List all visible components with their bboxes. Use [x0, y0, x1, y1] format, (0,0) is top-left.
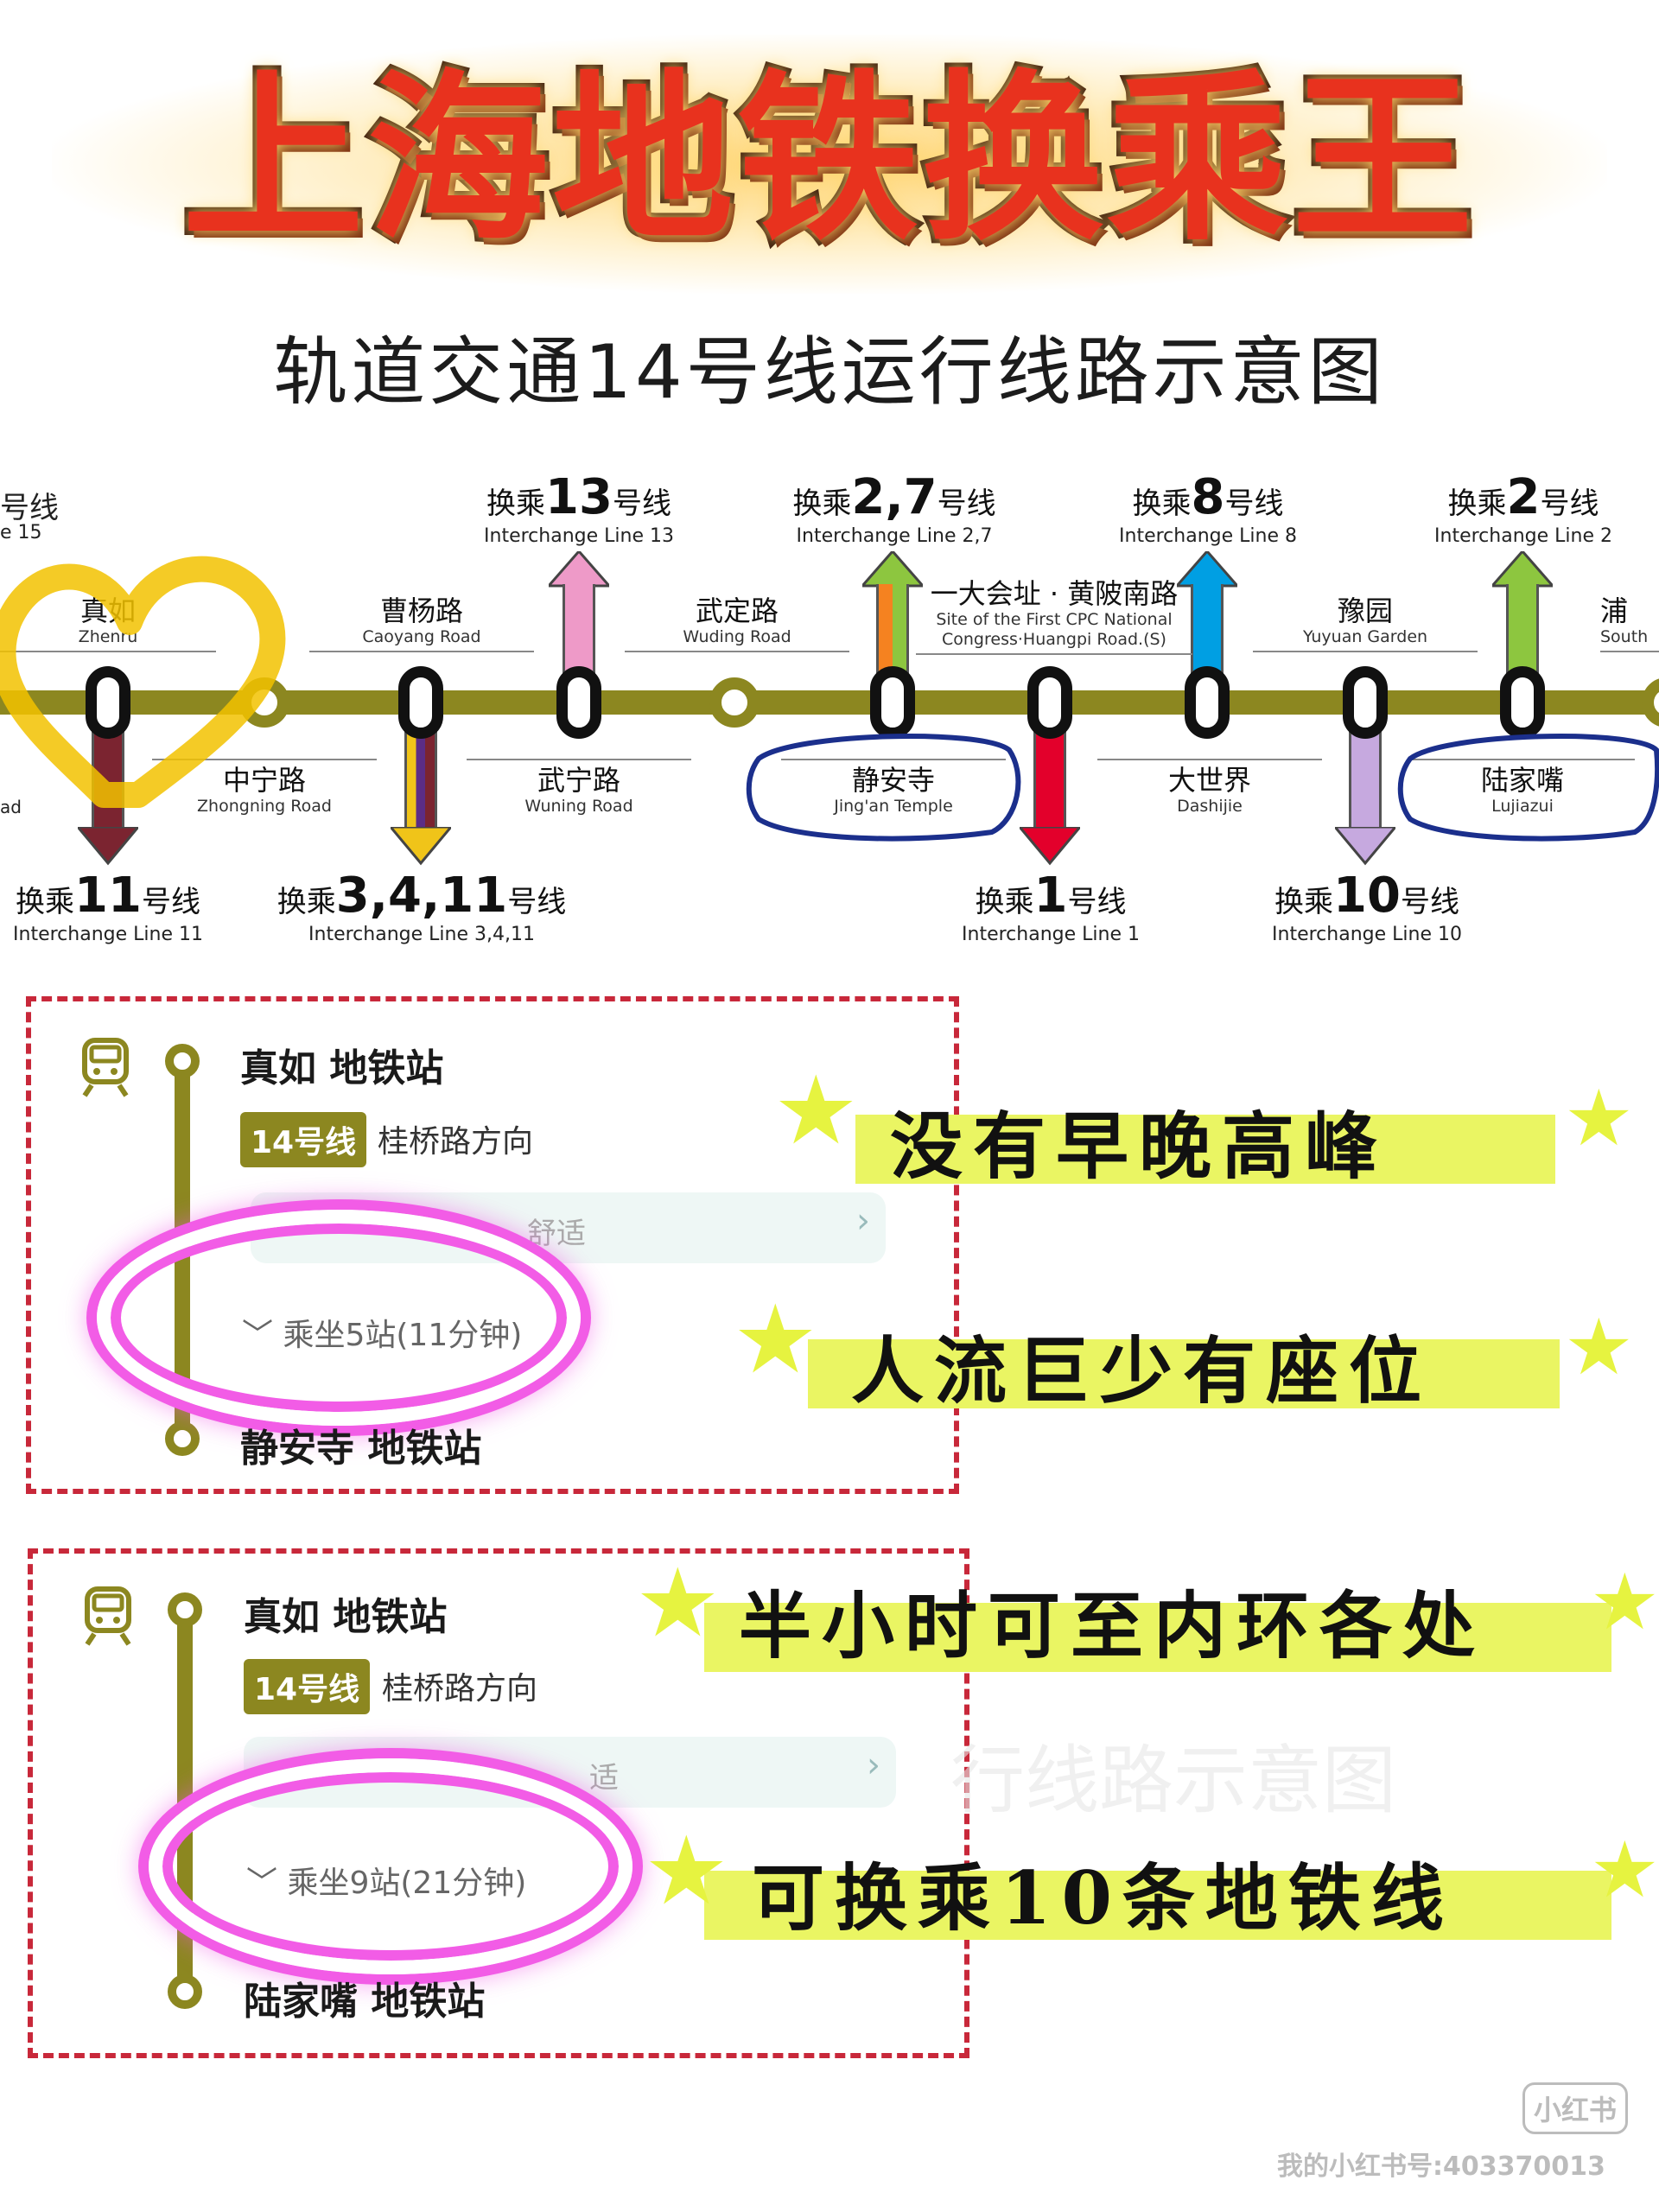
page-title: 上海地铁换乘王	[178, 54, 1478, 265]
circle-lujiazui-doodle	[1397, 734, 1659, 842]
highlight-bar-1	[855, 1115, 1555, 1184]
route-from-1: 真如 地铁站	[240, 1046, 444, 1090]
interchange-label-3-4-11: 换乘3,4,11号线 Interchange Line 3,4,11	[276, 868, 567, 946]
train-icon	[85, 1586, 131, 1646]
pink-circle-doodle-1	[97, 1210, 581, 1426]
train-icon	[82, 1038, 129, 1097]
station-marker-next	[1642, 677, 1659, 728]
page-subtitle: 轨道交通14号线运行线路示意图	[273, 329, 1386, 416]
edge-station-en: ad	[0, 797, 22, 817]
info-text-1: 舒适	[527, 1217, 586, 1251]
route-to-2: 陆家嘴 地铁站	[244, 1980, 486, 2024]
route-end-dot-1	[165, 1421, 200, 1456]
line-badge-1: 14号线	[240, 1112, 367, 1167]
highlight-text-2: 人流巨少有座位	[851, 1328, 1433, 1414]
highlight-bar-3	[704, 1603, 1611, 1672]
highlight-text-4: 可换乘10条地铁线	[752, 1855, 1454, 1941]
star-icon: ★	[773, 1055, 859, 1166]
interchange-label-2: 换乘2号线 Interchange Line 2	[1434, 469, 1612, 548]
route-card-2	[28, 1548, 969, 2058]
ghost-subtitle-text: 行线路示意图	[950, 1738, 1396, 1824]
edge-interchange-en: e 15	[0, 522, 42, 543]
route-direction-1: 桂桥路方向	[378, 1124, 534, 1160]
interchange-label-10: 换乘10号线 Interchange Line 10	[1272, 868, 1462, 946]
interchange-label-1: 换乘1号线 Interchange Line 1	[962, 868, 1140, 946]
star-icon: ★	[635, 1548, 721, 1658]
star-icon: ★	[1564, 1302, 1634, 1393]
highlight-bar-4	[704, 1871, 1611, 1940]
chevron-right-icon: ›	[867, 1745, 880, 1785]
route-from-2: 真如 地铁站	[244, 1595, 448, 1639]
pink-circle-doodle-2	[149, 1758, 632, 1974]
route-card-1	[26, 996, 959, 1494]
route-end-dot-2	[168, 1974, 202, 2009]
station-marker-wuding	[709, 677, 760, 728]
route-to-1: 静安寺 地铁站	[240, 1427, 482, 1471]
interchange-label-8: 换乘8号线 Interchange Line 8	[1119, 469, 1297, 548]
station-marker-yuyuan	[1343, 666, 1388, 739]
edge-interchange-cn: 号线	[0, 491, 59, 525]
highlight-text-1: 没有早晚高峰	[890, 1103, 1389, 1189]
info-text-2: 适	[589, 1761, 619, 1796]
station-marker-lujiazui	[1500, 666, 1545, 739]
title-glow	[52, 35, 1607, 294]
chevron-right-icon: ›	[856, 1201, 870, 1241]
star-icon: ★	[644, 1815, 729, 1926]
highlight-bar-2	[808, 1339, 1560, 1408]
interchange-label-11: 换乘11号线 Interchange Line 11	[13, 868, 203, 946]
station-marker-caoyang	[398, 666, 443, 739]
star-icon: ★	[1590, 1825, 1659, 1916]
circle-jingan-doodle	[746, 734, 1021, 842]
line-badge-2: 14号线	[244, 1659, 371, 1714]
route-start-dot-1	[165, 1044, 200, 1078]
star-icon: ★	[1590, 1557, 1659, 1648]
interchange-label-2-7: 换乘2,7号线 Interchange Line 2,7	[792, 469, 996, 548]
station-marker-dashijie	[1185, 666, 1230, 739]
highlight-text-3: 半小时可至内环各处	[739, 1583, 1486, 1669]
watermark-logo: 小红书	[1522, 2082, 1629, 2134]
interchange-label-13: 换乘13号线 Interchange Line 13	[484, 469, 674, 548]
station-marker-wuning	[556, 666, 601, 739]
watermark-id: 我的小红书号:403370013	[1277, 2152, 1605, 2182]
heart-doodle	[0, 556, 286, 808]
star-icon: ★	[733, 1284, 818, 1395]
route-direction-2: 桂桥路方向	[382, 1671, 538, 1707]
station-marker-jingan	[870, 666, 915, 739]
star-icon: ★	[1564, 1073, 1634, 1164]
station-marker-huangpi	[1027, 666, 1072, 739]
arrow-line-2-7	[862, 551, 923, 707]
route-start-dot-2	[168, 1592, 202, 1627]
station-marker-zhenru	[86, 666, 130, 739]
